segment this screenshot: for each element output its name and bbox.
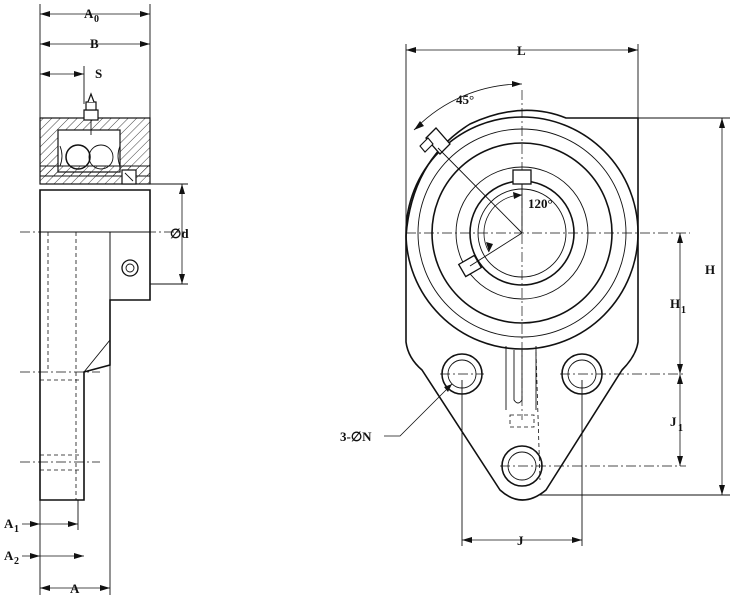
label-angle-45: 45° bbox=[456, 92, 474, 107]
bolt-hole-right-icon bbox=[560, 353, 686, 395]
label-A1-sub: 1 bbox=[14, 524, 19, 535]
label-H: H bbox=[705, 262, 715, 277]
label-A2-sub: 2 bbox=[14, 556, 19, 567]
label-d: ∅d bbox=[170, 226, 189, 241]
ball-icon bbox=[65, 144, 91, 170]
label-H1: H bbox=[670, 296, 680, 311]
label-A0: A bbox=[84, 6, 94, 21]
bolt-hole-bottom-icon bbox=[500, 445, 686, 487]
label-A1: A bbox=[4, 516, 14, 531]
set-screw-top-icon bbox=[512, 169, 532, 185]
front-view bbox=[384, 44, 730, 546]
label-angle-120: 120° bbox=[528, 196, 553, 211]
grease-nipple-front-icon bbox=[419, 127, 451, 155]
label-3N: 3-∅N bbox=[340, 429, 372, 444]
label-H1-sub: 1 bbox=[681, 305, 686, 316]
label-J1-sub: 1 bbox=[678, 423, 683, 434]
label-J1: J bbox=[670, 414, 677, 429]
grease-nipple-icon bbox=[83, 92, 99, 135]
label-S: S bbox=[95, 66, 102, 81]
label-A0-sub: 0 bbox=[94, 14, 99, 25]
housing-side-profile bbox=[39, 189, 151, 501]
label-A: A bbox=[70, 581, 80, 596]
label-A2: A bbox=[4, 548, 14, 563]
label-L: L bbox=[517, 43, 526, 58]
label-J: J bbox=[517, 533, 524, 548]
label-B: B bbox=[90, 36, 99, 51]
side-view bbox=[20, 4, 188, 595]
